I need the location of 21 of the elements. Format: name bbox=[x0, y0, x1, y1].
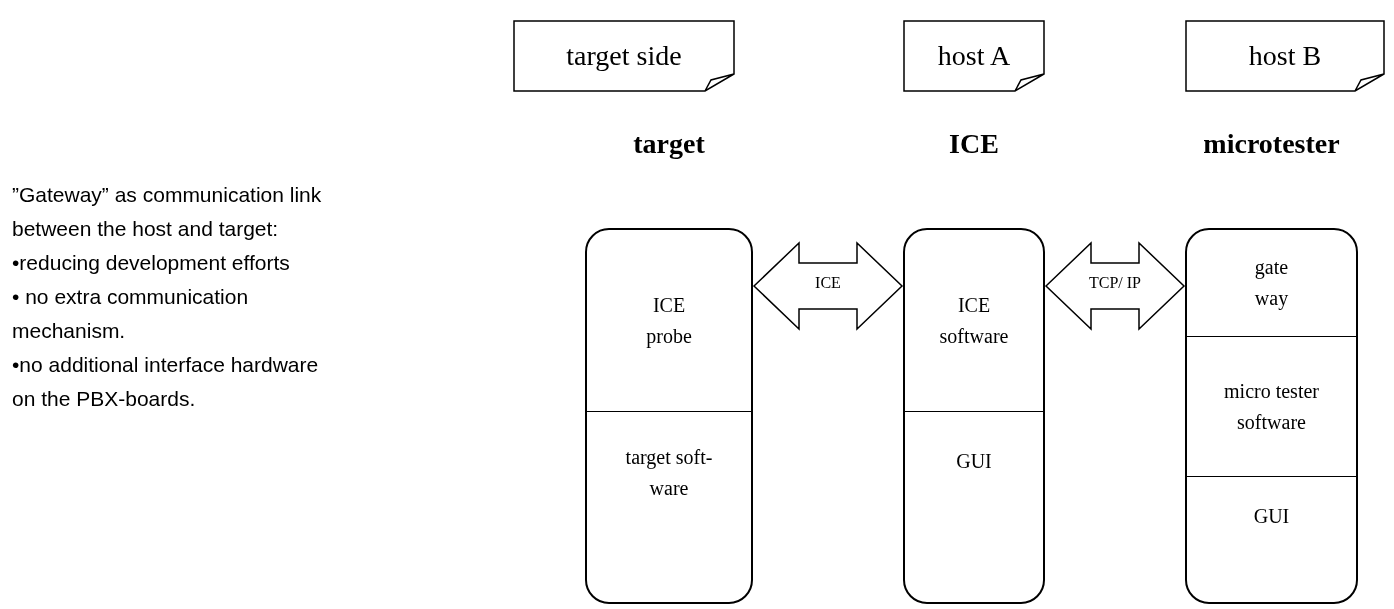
note-text: •reducing development efforts bbox=[12, 250, 291, 276]
section-text: ICE software bbox=[938, 292, 1010, 349]
edge-label: ICE bbox=[815, 274, 841, 292]
section-text: GUI bbox=[955, 449, 993, 474]
section-text: gate way bbox=[1253, 255, 1290, 312]
note-text: host A bbox=[937, 40, 1011, 72]
edge-label: TCP/ IP bbox=[1089, 274, 1141, 292]
column-heading: ICE bbox=[948, 128, 1000, 160]
section-text: micro tester software bbox=[1223, 378, 1320, 435]
section-text: GUI bbox=[1252, 504, 1291, 529]
note-text: target side bbox=[566, 40, 682, 72]
column-heading: microtester bbox=[1202, 128, 1341, 160]
note-text: •no additional interface hardware on the PBX-boards. bbox=[12, 352, 320, 412]
note-text: • no extra communication mechanism. bbox=[12, 284, 250, 344]
note-text: ”Gateway” as communication link between the host and target: bbox=[12, 182, 323, 242]
double-arrow bbox=[752, 241, 904, 331]
section-text: ICE probe bbox=[645, 292, 693, 350]
double-arrow bbox=[1044, 241, 1186, 331]
section-text: target soft-ware bbox=[624, 445, 714, 501]
note-text: host B bbox=[1248, 40, 1322, 72]
column-heading: target bbox=[632, 128, 706, 160]
